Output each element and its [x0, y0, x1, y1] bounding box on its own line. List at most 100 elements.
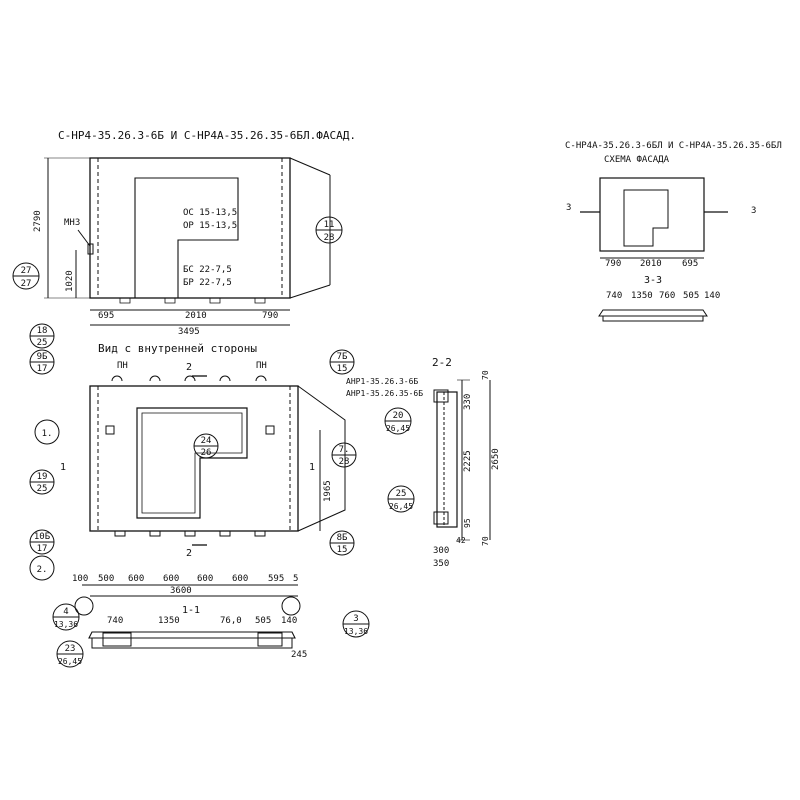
- dim-inner-100: 100: [72, 574, 88, 584]
- callout-19-25: 19 25: [29, 469, 55, 495]
- facade-top-panel: [87, 157, 331, 304]
- dim-side-140: 140: [704, 291, 720, 301]
- dim-inner-1965: 1965: [323, 480, 333, 502]
- svg-text:26,45: 26,45: [386, 424, 410, 433]
- callout-7b-15: 7Б 15: [329, 349, 355, 375]
- inner-view-panel: [89, 375, 346, 537]
- svg-text:20: 20: [393, 411, 404, 421]
- facade-scheme: [580, 177, 728, 259]
- dim-sec22-300: 300: [433, 546, 449, 556]
- dim-top-1020: 1020: [65, 270, 75, 292]
- svg-text:17: 17: [37, 544, 48, 554]
- callout-24-26: 24 26: [193, 433, 219, 459]
- callout-9b-17: 9Б 17: [29, 349, 55, 375]
- dim-sec11-760: 76,0: [220, 616, 242, 626]
- svg-text:24: 24: [201, 436, 212, 446]
- dim-sec22-70-bot: 70: [481, 536, 490, 546]
- callout-4-1336: 4 13,36: [52, 603, 80, 631]
- callout-27-27: 27 27: [12, 262, 40, 290]
- dim-sec22-2225: 2225: [463, 450, 473, 472]
- label-mn3: МН3: [64, 218, 80, 228]
- section-3-3-profile: [598, 309, 708, 322]
- callout-23-2645: 23 26,45: [56, 640, 84, 668]
- label-anr1: АНР1-35.26.3-6Б: [346, 377, 418, 386]
- dim-side-2010: 2010: [640, 259, 662, 269]
- dim-sec11-1350: 1350: [158, 616, 180, 626]
- svg-text:25: 25: [396, 489, 407, 499]
- svg-text:19: 19: [37, 472, 48, 482]
- callout-3-1336: 3 13,36: [342, 610, 370, 638]
- section-1-1-profile: [88, 631, 296, 649]
- dim-top-695: 695: [98, 311, 114, 321]
- dim-side-740: 740: [606, 291, 622, 301]
- dim-sec11-505: 505: [255, 616, 271, 626]
- section-1-left-mark: 1: [60, 462, 66, 473]
- svg-text:28: 28: [339, 457, 350, 467]
- label-or: ОР 15-13,5: [183, 221, 237, 231]
- section-3-3-title: 3-3: [644, 275, 662, 286]
- callout-1: 1.: [34, 419, 60, 445]
- section-2-2-profile: [433, 379, 491, 541]
- svg-text:8Б: 8Б: [337, 533, 348, 543]
- dim-inner-600a: 600: [128, 574, 144, 584]
- section-2-bottom-mark: 2: [186, 548, 192, 559]
- dim-sec22-42: 42: [456, 536, 466, 545]
- dim-inner-5: 5: [293, 574, 298, 584]
- dim-side-695: 695: [682, 259, 698, 269]
- facade-side-title-2: СХЕМА ФАСАДА: [604, 155, 670, 165]
- section-1-1-title: 1-1: [182, 605, 200, 616]
- callout-7-28: 7. 28: [331, 442, 357, 468]
- section-2-top-mark: 2: [186, 362, 192, 373]
- section-1-right-mark: 1: [309, 462, 315, 473]
- svg-text:28: 28: [324, 233, 335, 243]
- svg-text:23: 23: [65, 644, 76, 654]
- dim-top-790: 790: [262, 311, 278, 321]
- svg-text:18: 18: [37, 326, 48, 336]
- svg-text:26: 26: [201, 448, 212, 458]
- svg-text:4: 4: [63, 607, 68, 617]
- label-bs: БС 22-7,5: [183, 265, 232, 275]
- svg-text:17: 17: [37, 364, 48, 374]
- svg-text:27: 27: [21, 279, 32, 289]
- callout-25-2645: 25 26,45: [387, 485, 415, 513]
- dim-inner-600c: 600: [197, 574, 213, 584]
- svg-text:27: 27: [21, 266, 32, 276]
- axis-marker-right: [281, 596, 301, 616]
- dim-top-2010: 2010: [185, 311, 207, 321]
- svg-text:10Б: 10Б: [34, 532, 50, 542]
- svg-text:26,45: 26,45: [389, 502, 413, 511]
- dim-inner-595: 595: [268, 574, 284, 584]
- facade-side-title-1: С-НР4А-35.26.3-6БЛ И С-НР4А-35.26.35-6БЛ: [565, 141, 782, 151]
- dim-side-760: 760: [659, 291, 675, 301]
- inner-view-title: Вид с внутренней стороны: [98, 342, 257, 355]
- section-3-left-mark: 3: [566, 203, 571, 213]
- callout-10b-17: 10Б 17: [29, 529, 55, 555]
- dim-sec11-140: 140: [281, 616, 297, 626]
- label-os: ОС 15-13,5: [183, 208, 237, 218]
- section-2-2-title: 2-2: [432, 356, 452, 369]
- dim-side-790: 790: [605, 259, 621, 269]
- svg-text:11: 11: [324, 220, 335, 230]
- callout-8b-15: 8Б 15: [329, 530, 355, 556]
- callout-11-28: 11 28: [315, 216, 343, 244]
- axis-marker-left: [74, 596, 94, 616]
- callout-20-2645: 20 26,45: [384, 407, 412, 435]
- dim-inner-600b: 600: [163, 574, 179, 584]
- svg-text:15: 15: [337, 364, 348, 374]
- svg-text:25: 25: [37, 338, 48, 348]
- dim-sec22-350: 350: [433, 559, 449, 569]
- svg-text:26,45: 26,45: [58, 657, 82, 666]
- svg-text:15: 15: [337, 545, 348, 555]
- dim-sec11-245: 245: [291, 650, 307, 660]
- dim-side-1350: 1350: [631, 291, 653, 301]
- dim-top-3495: 3495: [178, 327, 200, 337]
- svg-text:25: 25: [37, 484, 48, 494]
- label-pn-right: ПН: [256, 361, 267, 371]
- dim-sec22-330: 330: [463, 394, 473, 410]
- svg-text:1.: 1.: [42, 429, 53, 439]
- section-3-right-mark: 3: [751, 206, 756, 216]
- dim-sec22-70-top: 70: [481, 370, 490, 380]
- dim-sec11-740: 740: [107, 616, 123, 626]
- svg-text:13,36: 13,36: [54, 620, 78, 629]
